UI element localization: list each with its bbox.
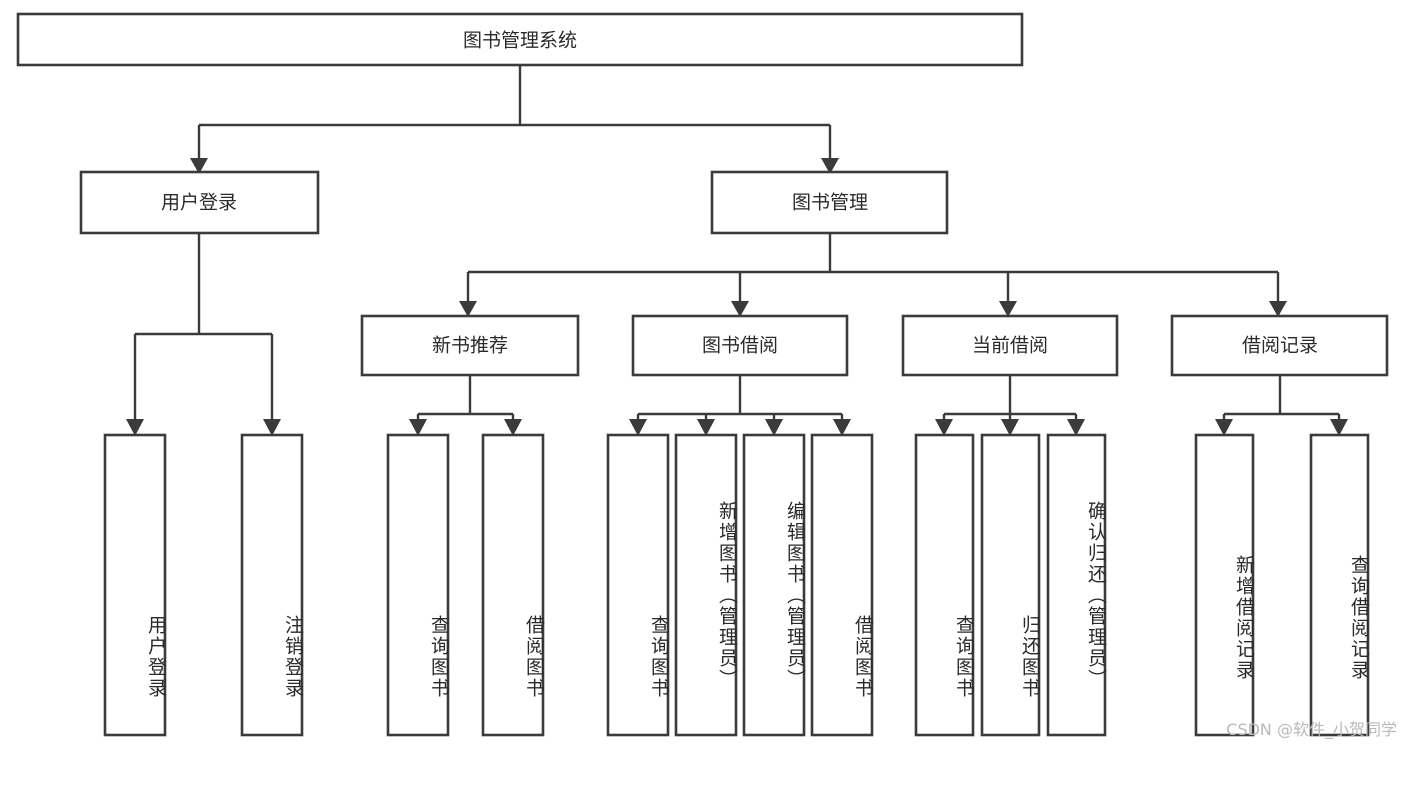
node-leaf-bb-add-book[interactable] xyxy=(674,433,738,737)
arrowhead-book-manage xyxy=(821,158,839,174)
connector-group-book-manage xyxy=(459,233,1287,317)
flowchart-svg: 图书管理系统 用户登录 图书管理 新书推荐 图书借阅 当前借阅 借阅记录 xyxy=(16,12,1389,737)
node-new-book-rec-label: 新书推荐 xyxy=(432,335,508,357)
node-new-book-rec[interactable] xyxy=(360,314,580,377)
arrowhead-book-borrow xyxy=(731,301,749,317)
watermark-text: CSDN @软件_小贺同学 xyxy=(1226,720,1397,739)
connector-group-new-book-rec xyxy=(409,375,522,436)
node-leaf-bb-query-book[interactable] xyxy=(606,433,670,737)
connector-group-borrow-record xyxy=(1215,375,1348,436)
arrowhead-leaf-cb-return-book xyxy=(1001,419,1019,436)
node-book-borrow[interactable] xyxy=(631,314,849,377)
node-leaf-user-login[interactable] xyxy=(103,433,167,737)
arrowhead-leaf-br-query-record xyxy=(1330,419,1348,436)
arrowhead-leaf-bb-edit-book xyxy=(765,419,783,436)
node-current-borrow[interactable] xyxy=(901,314,1119,377)
node-leaf-bb-borrow-book[interactable] xyxy=(810,433,874,737)
node-book-manage[interactable] xyxy=(710,170,949,235)
arrowhead-leaf-cb-query-book xyxy=(935,419,953,436)
node-leaf-rec-borrow-book[interactable] xyxy=(481,433,545,737)
connector-group-current-borrow xyxy=(935,375,1085,436)
arrowhead-leaf-cb-confirm-return xyxy=(1067,419,1085,436)
connector-group-book-borrow xyxy=(629,375,851,436)
node-leaf-cb-return-book[interactable] xyxy=(980,433,1041,737)
node-borrow-record-label: 借阅记录 xyxy=(1242,335,1318,357)
arrowhead-leaf-bb-borrow-book xyxy=(833,419,851,436)
arrowhead-user-login xyxy=(190,158,208,174)
node-current-borrow-label: 当前借阅 xyxy=(972,335,1048,357)
node-leaf-rec-query-book[interactable] xyxy=(386,433,450,737)
node-root[interactable] xyxy=(16,12,1024,67)
connector-group-root xyxy=(190,65,839,174)
arrowhead-leaf-bb-query-book xyxy=(629,419,647,436)
arrowhead-leaf-br-add-record xyxy=(1215,419,1233,436)
arrowhead-leaf-user-login xyxy=(126,419,144,436)
arrowhead-leaf-rec-borrow-book xyxy=(504,419,522,436)
node-user-login-label: 用户登录 xyxy=(161,192,237,214)
node-leaf-bb-edit-book[interactable] xyxy=(742,433,806,737)
node-leaf-br-add-record[interactable] xyxy=(1194,433,1255,737)
node-leaf-cb-confirm-return[interactable] xyxy=(1046,433,1107,737)
node-leaf-br-query-record[interactable] xyxy=(1309,433,1370,737)
node-borrow-record[interactable] xyxy=(1170,314,1389,377)
arrowhead-current-borrow xyxy=(999,301,1017,317)
node-leaf-logout[interactable] xyxy=(240,433,304,737)
node-book-manage-label: 图书管理 xyxy=(792,192,868,214)
node-leaf-cb-query-book[interactable] xyxy=(914,433,975,737)
arrowhead-borrow-record xyxy=(1269,301,1287,317)
node-user-login[interactable] xyxy=(79,170,320,235)
arrowhead-leaf-bb-add-book xyxy=(697,419,715,436)
node-root-label: 图书管理系统 xyxy=(463,30,577,52)
node-boxes: 图书管理系统 用户登录 图书管理 新书推荐 图书借阅 当前借阅 借阅记录 xyxy=(16,12,1389,737)
arrowhead-new-book-rec xyxy=(459,301,477,317)
flowchart-canvas: 图书管理系统 用户登录 图书管理 新书推荐 图书借阅 当前借阅 借阅记录 xyxy=(16,12,1397,739)
arrowhead-leaf-rec-query-book xyxy=(409,419,427,436)
node-book-borrow-label: 图书借阅 xyxy=(702,335,778,357)
connector-group-user-login xyxy=(126,233,281,436)
arrowhead-leaf-logout xyxy=(263,419,281,436)
